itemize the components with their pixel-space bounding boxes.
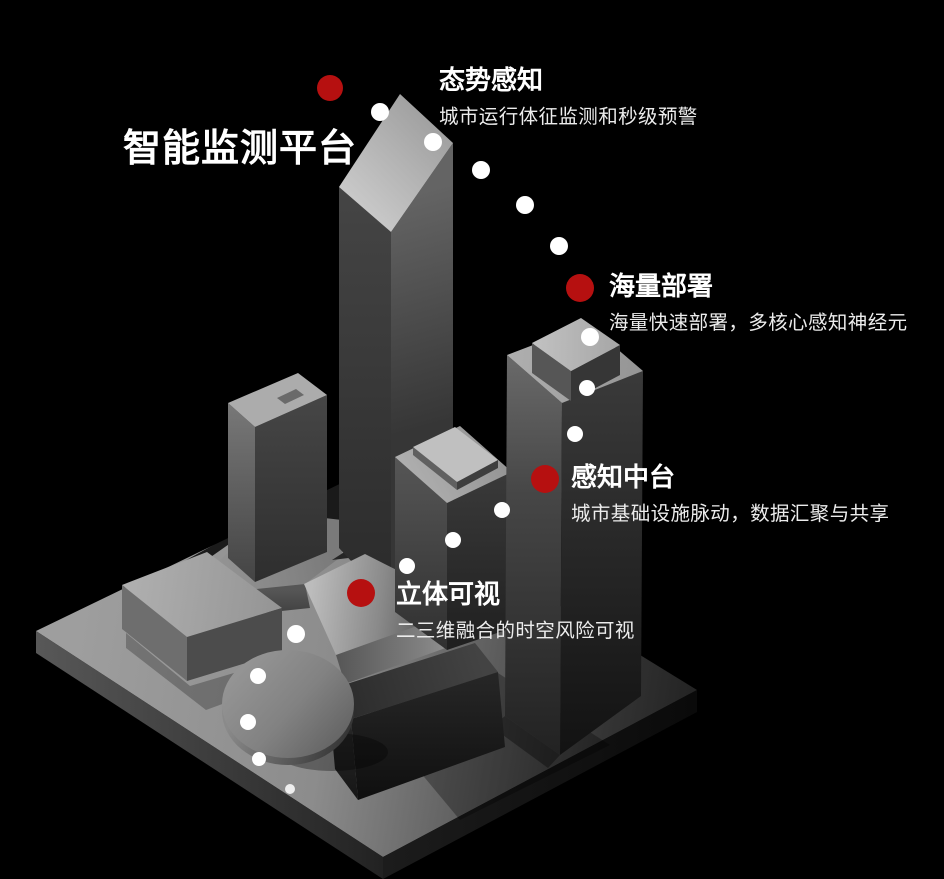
marker-dot-platform: [317, 75, 343, 101]
cylinder-pad: [222, 650, 388, 771]
rooftop-box: [532, 343, 571, 401]
trail-dot: [252, 752, 266, 766]
building-tower-right: [492, 318, 643, 768]
main-title: 智能监测平台: [123, 128, 358, 170]
building-tower-small-left: [228, 373, 327, 582]
trail-dot: [424, 133, 442, 151]
marker-dot-middle-platform: [531, 465, 559, 493]
trail-dot: [579, 380, 595, 396]
trail-dot: [287, 625, 305, 643]
callout-title: 感知中台: [571, 462, 676, 492]
callout-perception-platform: 感知中台 城市基础设施脉动，数据汇聚与共享: [571, 462, 890, 525]
callout-3d-visualization: 立体可视 二三维融合的时空风险可视: [396, 579, 635, 642]
trail-dot: [581, 328, 599, 346]
trail-dot: [399, 558, 415, 574]
trail-dot: [250, 668, 266, 684]
trail-dot: [240, 714, 256, 730]
trail-dot: [494, 502, 510, 518]
trail-dot: [445, 532, 461, 548]
callout-title: 海量部署: [609, 271, 714, 301]
trail-dot: [516, 196, 534, 214]
marker-dot-deployment: [566, 274, 594, 302]
callout-desc: 城市运行体征监测和秒级预警: [439, 105, 698, 128]
callout-desc: 海量快速部署，多核心感知神经元: [609, 311, 908, 334]
trail-dots: [240, 103, 599, 794]
marker-dot-visual: [347, 579, 375, 607]
roof-notch: [277, 389, 304, 404]
tower-shadow: [492, 716, 560, 768]
building-tower-center: [395, 426, 512, 650]
marker-dots: [317, 75, 594, 607]
trail-dot: [371, 103, 389, 121]
trail-dot: [567, 426, 583, 442]
callout-title: 态势感知: [439, 65, 544, 95]
callout-situational-awareness: 态势感知 城市运行体征监测和秒级预警: [439, 65, 698, 128]
rooftop-pad: [413, 427, 498, 482]
trail-dot: [550, 237, 568, 255]
callout-mass-deployment: 海量部署 海量快速部署，多核心感知神经元: [609, 271, 908, 334]
callout-title: 立体可视: [396, 579, 501, 609]
trail-dot: [472, 161, 490, 179]
callout-desc: 城市基础设施脉动，数据汇聚与共享: [571, 502, 890, 525]
callout-desc: 二三维融合的时空风险可视: [396, 619, 635, 642]
trail-dot: [285, 784, 295, 794]
